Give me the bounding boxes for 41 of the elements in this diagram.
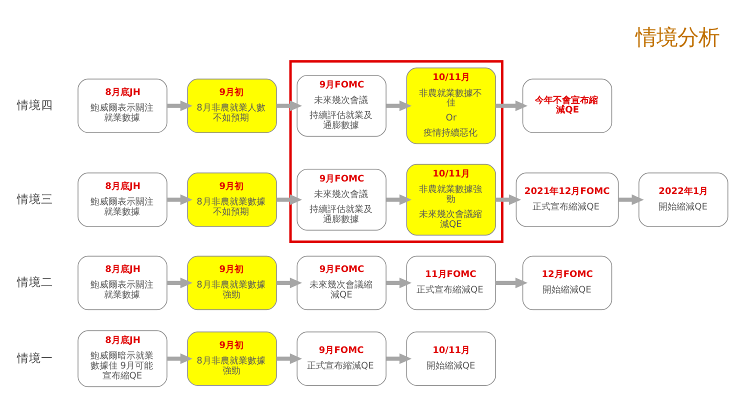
node-box: 今年不會宣布縮減QE — [522, 78, 612, 134]
arrow — [386, 194, 412, 206]
label: 情境一 — [16, 350, 53, 365]
node-box: 10/11月 非農就業數據強勁 未來幾次會議縮減QE — [406, 164, 496, 236]
node-box: 9月FOMC 未來幾次會議縮減QE — [296, 256, 386, 310]
node-box: 8月底JH 鮑威爾表示關注就業數據 — [78, 172, 168, 227]
node-box: 8月底JH 鮑威爾表示關注就業數據 — [78, 78, 168, 134]
arrow — [167, 100, 192, 112]
node-box: 9月初 8月非農就業數據強勁 — [187, 256, 277, 310]
arrow — [276, 100, 302, 112]
label: 情境三 — [16, 192, 53, 206]
node-box: 9月FOMC 正式宣布縮減QE — [296, 332, 386, 386]
arrow — [167, 278, 192, 288]
arrow — [496, 194, 522, 206]
arrow — [496, 100, 528, 112]
node-box: 2021年12月FOMC 正式宣布縮減QE — [516, 172, 619, 227]
arrow — [496, 278, 528, 288]
diagram-title: 情境分析 — [636, 26, 720, 51]
node-box: 10/11月 非農就業數據不佳 Or 疫情持續惡化 — [406, 68, 496, 144]
arrow — [386, 278, 412, 288]
node-box: 9月FOMC 未來幾次會議 持續評估就業及通膨數據 — [296, 168, 386, 231]
arrow — [167, 353, 192, 364]
node-box: 8月底JH 鮑威爾表示關注就業數據 — [78, 256, 168, 310]
arrow — [276, 353, 302, 364]
node-box: 9月初 8月非農就業人數不如預期 — [187, 78, 277, 134]
arrow — [276, 278, 302, 288]
node-box: 9月初 8月非農就業數據不如預期 — [187, 172, 277, 227]
label: 情境四 — [16, 98, 53, 112]
arrow — [618, 194, 644, 206]
node-box: 11月FOMC 正式宣布縮減QE — [406, 256, 496, 310]
node-box: 8月底JH 鮑威爾暗示就業數據佳 9月可能宣布縮QE — [78, 330, 168, 388]
arrow — [276, 194, 302, 206]
node-box: 12月FOMC 開始縮減QE — [522, 256, 612, 310]
arrow — [386, 100, 412, 112]
label: 情境二 — [16, 274, 53, 289]
node-box: 9月FOMC 未來幾次會議 持續評估就業及通膨數據 — [296, 74, 386, 137]
node-box: 9月初 8月非農就業數據強勁 — [187, 332, 277, 386]
node-box: 2022年1月 開始縮減QE — [638, 172, 728, 227]
node-box: 10/11月 開始縮減QE — [406, 332, 496, 386]
arrow — [386, 353, 412, 364]
arrow — [167, 194, 192, 206]
